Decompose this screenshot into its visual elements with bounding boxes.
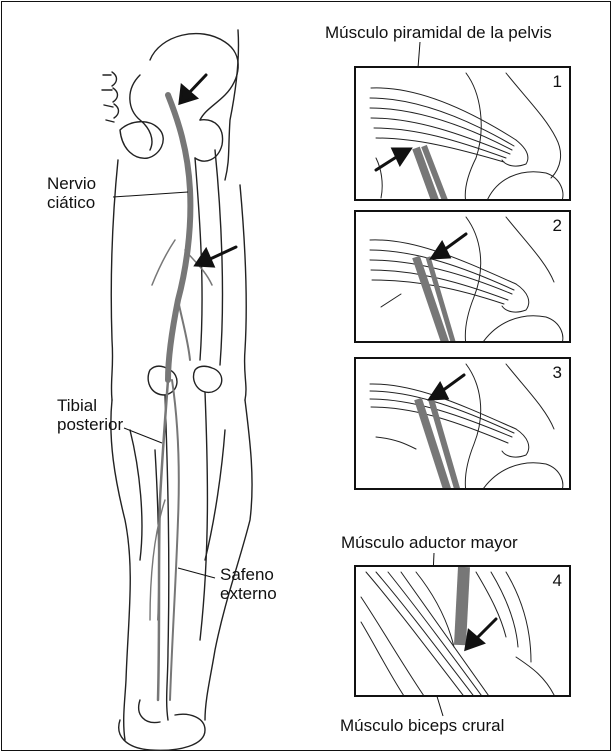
foot-outline — [119, 714, 205, 750]
label-line: externo — [220, 584, 277, 603]
label-tibial-posterior: Tibial posterior — [57, 396, 123, 434]
label-safeno-externo: Safeno externo — [220, 565, 277, 603]
label-line: Tibial — [57, 396, 123, 415]
panel-3: 3 — [354, 357, 571, 490]
arrow-icon — [476, 619, 496, 639]
panel-2: 2 — [354, 210, 571, 343]
panel-number: 4 — [553, 571, 562, 590]
panel-4: 4 — [354, 565, 571, 697]
leader-tibial — [124, 428, 162, 443]
arrow-icon — [442, 375, 464, 391]
label-nervio-ciatico: Nervio ciático — [47, 174, 96, 212]
arrow-icon — [188, 75, 206, 94]
label-line: posterior — [57, 415, 123, 434]
arrow-icon — [393, 149, 410, 164]
arrow-icon — [196, 250, 213, 266]
sacrum-marks — [102, 75, 114, 122]
arrow-icon — [376, 156, 398, 170]
leader-nervio — [113, 192, 188, 197]
panel-number: 2 — [553, 216, 562, 235]
arrow-icon — [444, 234, 466, 250]
arrow-icon — [430, 384, 447, 399]
panel-number: 1 — [553, 72, 562, 91]
sural-nerve — [170, 380, 179, 700]
label-musculo-biceps: Músculo biceps crural — [340, 716, 504, 735]
label-line: Safeno — [220, 565, 277, 584]
label-musculo-piramidal: Músculo piramidal de la pelvis — [325, 23, 552, 42]
label-musculo-aductor: Músculo aductor mayor — [341, 533, 518, 552]
label-line: ciático — [47, 193, 96, 212]
label-line: Nervio — [47, 174, 96, 193]
leader-safeno — [178, 568, 215, 578]
panel-1: 1 — [354, 66, 571, 201]
pelvis-outline — [150, 34, 238, 120]
panel-number: 3 — [553, 363, 562, 382]
